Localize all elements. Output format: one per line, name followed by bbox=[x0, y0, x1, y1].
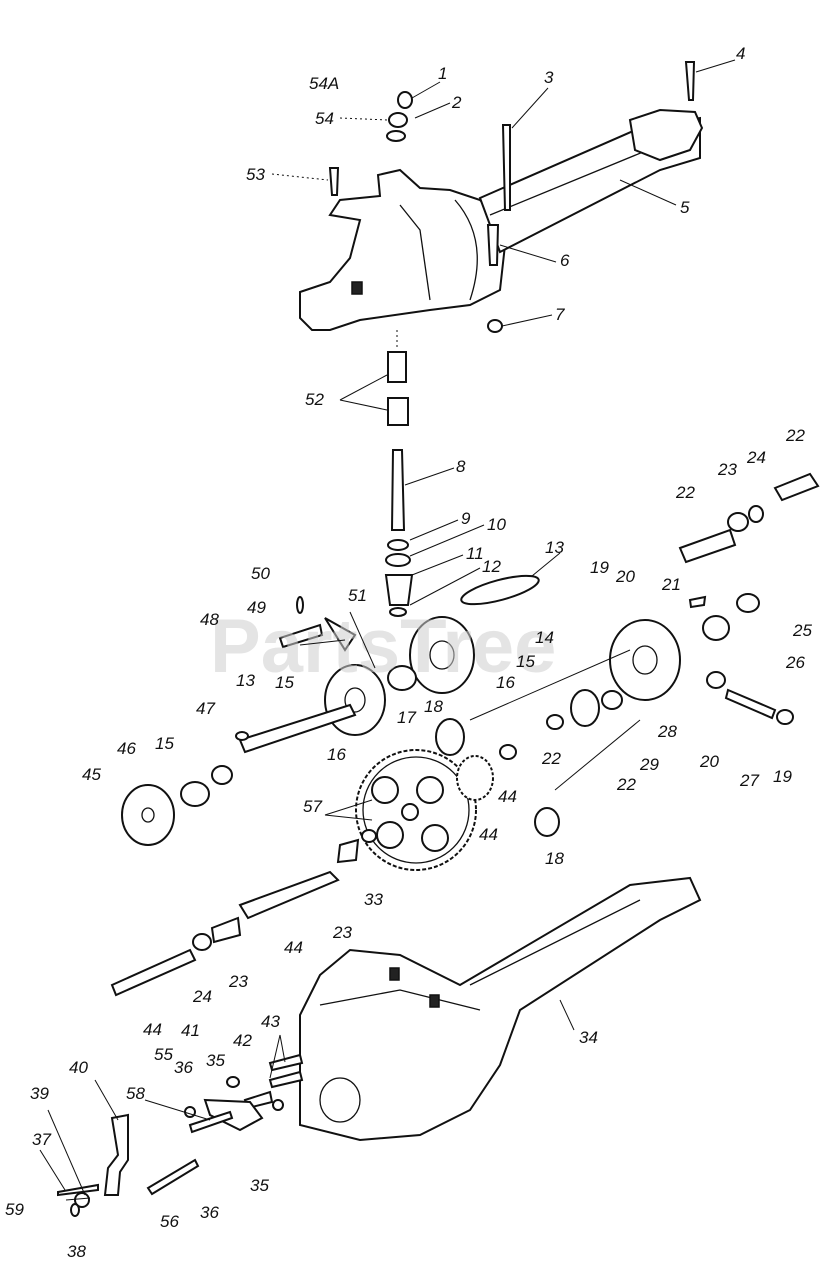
callout-34: 34 bbox=[579, 1028, 598, 1047]
callout-8: 8 bbox=[456, 457, 466, 476]
callout-14: 14 bbox=[535, 628, 554, 647]
callout-26: 26 bbox=[785, 653, 805, 672]
callout-38: 38 bbox=[67, 1242, 86, 1261]
callout-24b: 24 bbox=[192, 987, 212, 1006]
callout-13: 13 bbox=[545, 538, 564, 557]
callout-12: 12 bbox=[482, 557, 501, 576]
callout-37: 37 bbox=[32, 1130, 51, 1149]
callout-5: 5 bbox=[680, 198, 690, 217]
callout-23b: 23 bbox=[332, 923, 352, 942]
callout-7: 7 bbox=[555, 305, 565, 324]
callout-59: 59 bbox=[5, 1200, 24, 1219]
callout-44c: 44 bbox=[284, 938, 303, 957]
left-shaft-parts bbox=[121, 596, 357, 846]
leader-lines bbox=[39, 59, 736, 1201]
callout-19: 19 bbox=[590, 558, 609, 577]
callout-51: 51 bbox=[348, 586, 367, 605]
callout-36: 36 bbox=[174, 1058, 193, 1077]
callout-13b: 13 bbox=[236, 671, 255, 690]
lower-housing bbox=[299, 876, 702, 1142]
callout-15b: 15 bbox=[275, 673, 294, 692]
callout-56: 56 bbox=[160, 1212, 179, 1231]
callout-52: 52 bbox=[305, 390, 324, 409]
callout-6: 6 bbox=[560, 251, 570, 270]
callout-35: 35 bbox=[206, 1051, 225, 1070]
callout-4: 4 bbox=[736, 44, 745, 63]
lower-shafts bbox=[110, 870, 340, 997]
callout-48: 48 bbox=[200, 610, 219, 629]
callout-45: 45 bbox=[82, 765, 101, 784]
upper-bolts bbox=[328, 61, 696, 333]
watermark: PartsTree bbox=[210, 604, 556, 689]
callout-46: 46 bbox=[117, 739, 136, 758]
callout-54: 54 bbox=[315, 109, 334, 128]
callout-24: 24 bbox=[746, 448, 766, 467]
callout-22b: 22 bbox=[675, 483, 695, 502]
callout-33: 33 bbox=[364, 890, 383, 909]
callout-21: 21 bbox=[661, 575, 681, 594]
callout-16b: 16 bbox=[327, 745, 346, 764]
callout-25: 25 bbox=[792, 621, 812, 640]
differential-assembly bbox=[238, 574, 681, 837]
callout-47: 47 bbox=[196, 699, 215, 718]
callout-27: 27 bbox=[739, 771, 759, 790]
main-gear bbox=[336, 744, 517, 871]
callout-22: 22 bbox=[785, 426, 805, 445]
callout-50: 50 bbox=[251, 564, 270, 583]
callout-3: 3 bbox=[544, 68, 554, 87]
bushings-and-input-shaft bbox=[384, 330, 414, 617]
callout-labels: 1 2 3 4 5 6 7 8 9 10 11 12 13 13 14 15 1… bbox=[5, 44, 812, 1261]
upper-housing bbox=[299, 168, 507, 331]
callout-44: 44 bbox=[498, 787, 517, 806]
callout-22d: 22 bbox=[616, 775, 636, 794]
upper-axle-tube bbox=[478, 108, 704, 254]
callout-15c: 15 bbox=[155, 734, 174, 753]
callout-29: 29 bbox=[639, 755, 659, 774]
callout-58: 58 bbox=[126, 1084, 145, 1103]
callout-23: 23 bbox=[717, 460, 737, 479]
right-shaft-parts bbox=[678, 472, 820, 725]
callout-44d: 44 bbox=[143, 1020, 162, 1039]
callout-54A: 54A bbox=[309, 74, 339, 93]
callout-36b: 36 bbox=[200, 1203, 219, 1222]
callout-18: 18 bbox=[424, 697, 443, 716]
callout-20: 20 bbox=[615, 567, 635, 586]
callout-40: 40 bbox=[69, 1058, 88, 1077]
callout-18b: 18 bbox=[545, 849, 564, 868]
callout-42: 42 bbox=[233, 1031, 252, 1050]
callout-23c: 23 bbox=[228, 972, 248, 991]
callout-11: 11 bbox=[466, 544, 484, 563]
callout-55: 55 bbox=[154, 1045, 173, 1064]
callout-15: 15 bbox=[516, 652, 535, 671]
callout-41: 41 bbox=[181, 1021, 200, 1040]
callout-44b: 44 bbox=[479, 825, 498, 844]
callout-2: 2 bbox=[451, 93, 462, 112]
callout-39: 39 bbox=[30, 1084, 49, 1103]
callout-10: 10 bbox=[487, 515, 506, 534]
callout-20b: 20 bbox=[699, 752, 719, 771]
callout-28: 28 bbox=[657, 722, 677, 741]
callout-22c: 22 bbox=[541, 749, 561, 768]
callout-16: 16 bbox=[496, 673, 515, 692]
callout-19b: 19 bbox=[773, 767, 792, 786]
callout-17: 17 bbox=[397, 708, 416, 727]
callout-57: 57 bbox=[303, 797, 322, 816]
callout-43: 43 bbox=[261, 1012, 280, 1031]
callout-49: 49 bbox=[247, 598, 266, 617]
callout-35b: 35 bbox=[250, 1176, 269, 1195]
callout-9: 9 bbox=[461, 509, 471, 528]
shift-linkage bbox=[57, 1053, 304, 1217]
callout-1: 1 bbox=[438, 64, 447, 83]
callout-53: 53 bbox=[246, 165, 265, 184]
